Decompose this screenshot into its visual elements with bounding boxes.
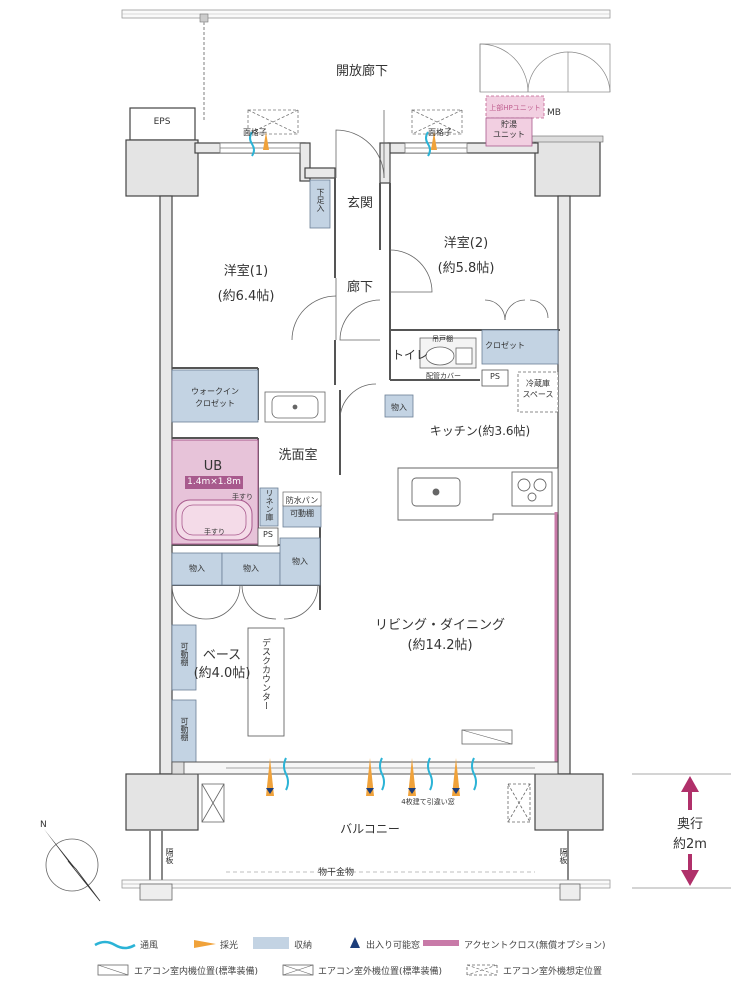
pipe-cover-label: 配管カバー — [426, 372, 461, 380]
desk-label: デスクカウンター — [260, 638, 270, 710]
handrail-label-1: 手すり — [232, 493, 253, 501]
grille-right-label: 面格子 — [428, 128, 452, 137]
balcony-railing — [121, 830, 611, 901]
closet-bedroom2 — [481, 329, 559, 365]
window-label: 4枚建て引違い窓 — [401, 798, 455, 806]
mb-doors — [479, 43, 611, 93]
storage-kitchen — [384, 394, 414, 418]
hot-water-label: 貯湯 ユニット — [493, 120, 525, 139]
ub-size-label: 1.4m×1.8m — [187, 477, 241, 487]
balcony-label: バルコニー — [340, 822, 400, 836]
base-name: ベース — [202, 648, 242, 663]
storage-row-1 — [171, 552, 223, 586]
bedroom1-size: (約6.4帖) — [217, 289, 275, 304]
storage-areas — [171, 179, 559, 766]
waterpan-shelf-label: 可動棚 — [290, 509, 314, 518]
shelf2-label: 可動棚 — [180, 717, 189, 741]
living-name: リビング・ダイニング — [374, 618, 506, 633]
closet-label: クロゼット — [485, 341, 525, 350]
depth-label-2: 約2m — [673, 837, 707, 852]
hallway-label: 廊下 — [347, 280, 374, 295]
storage-row-3 — [279, 537, 321, 586]
corridor-label: 開放廊下 — [335, 64, 389, 79]
bedroom2-size: (約5.8帖) — [437, 261, 495, 276]
ps1-label: PS — [490, 372, 500, 381]
hp-unit — [485, 95, 545, 119]
bedroom1-name: 洋室(1) — [223, 264, 269, 279]
doors — [171, 110, 549, 620]
waterpan-label: 防水パン — [285, 496, 319, 505]
legend-access: 出入り可能窓 — [366, 941, 421, 951]
ac-outdoor-estimated-top — [247, 109, 463, 135]
entrance-label: 玄関 — [347, 196, 374, 211]
depth-indicator — [632, 773, 731, 889]
fridge-label: 冷蔵庫 スペース — [522, 379, 554, 399]
storage-row-2 — [221, 552, 281, 586]
kitchen-label: キッチン(約3.6帖) — [429, 424, 531, 438]
toilet-label: トイレ — [392, 348, 429, 362]
north-compass-icon — [44, 829, 101, 902]
ub-label: UB — [203, 459, 223, 474]
legend-accent: アクセントクロス(無償オプション) — [464, 941, 606, 951]
handrail-label-2: 手すり — [204, 528, 225, 536]
living-size: (約14.2帖) — [407, 638, 473, 653]
walkin-label-1: ウォークイン — [191, 387, 239, 396]
legend-ac-outdoor: エアコン室外機位置(標準装備) — [318, 967, 443, 977]
pillar-bottom-left — [125, 773, 199, 831]
desk-counter — [247, 627, 285, 737]
walkin-closet — [171, 369, 259, 423]
walkin-label-2: クロゼット — [195, 399, 235, 408]
pillar-bottom-right — [534, 773, 604, 831]
shelf1-label: 可動棚 — [180, 642, 189, 666]
cabinet-label: 吊戸棚 — [432, 335, 453, 343]
washroom-label: 洗面室 — [278, 448, 318, 463]
eps-label: EPS — [153, 117, 171, 127]
drying-label: 物干金物 — [317, 868, 355, 878]
hp-unit-label: 上部HPユニット — [489, 104, 541, 112]
pillar-top-right — [534, 139, 601, 197]
ac-outdoor-balcony — [201, 783, 531, 823]
linen-storage — [259, 487, 279, 527]
bottom-wall — [171, 761, 559, 775]
grille-left-label: 面格子 — [243, 128, 267, 137]
ps-box-1 — [481, 369, 509, 387]
corridor-railing — [121, 9, 611, 120]
north-label: N — [40, 820, 47, 830]
airflow-markers — [249, 131, 477, 796]
legend-ventilation: 通風 — [140, 941, 159, 951]
ps-box-2 — [257, 527, 279, 547]
outer-walls — [159, 142, 571, 775]
washbasin — [264, 391, 326, 423]
hot-water-unit — [485, 117, 533, 147]
base-size: (約4.0帖) — [193, 666, 251, 681]
eps-box — [129, 107, 196, 141]
kitchen-storage-label: 物入 — [391, 403, 407, 412]
fridge-space — [517, 371, 559, 413]
kitchen-counter — [397, 467, 559, 521]
shoe-storage — [309, 179, 331, 229]
storage3-label: 物入 — [292, 557, 308, 566]
linen-label: リネン庫 — [265, 489, 274, 521]
storage1-label: 物入 — [189, 564, 205, 573]
ps2-label: PS — [263, 530, 273, 539]
base-shelf-1 — [171, 624, 197, 691]
legend-daylight: 採光 — [220, 941, 239, 951]
depth-label-1: 奥行 — [676, 817, 704, 832]
toilet-fixture — [419, 337, 477, 369]
partition-right-label: 隔板 — [559, 848, 568, 864]
legend-symbols — [94, 937, 498, 976]
partition-left-label: 隔板 — [165, 848, 174, 864]
bedroom2-name: 洋室(2) — [443, 236, 489, 251]
legend-ac-outdoor-estimated: エアコン室外機想定位置 — [503, 967, 603, 977]
mb-label: MB — [547, 108, 561, 118]
legend-ac-indoor: エアコン室内機位置(標準装備) — [134, 967, 259, 977]
ub-size-badge — [185, 476, 243, 489]
shoe-storage-label: 下足入 — [316, 188, 325, 212]
storage2-label: 物入 — [243, 564, 259, 573]
legend-storage: 収納 — [294, 941, 313, 951]
